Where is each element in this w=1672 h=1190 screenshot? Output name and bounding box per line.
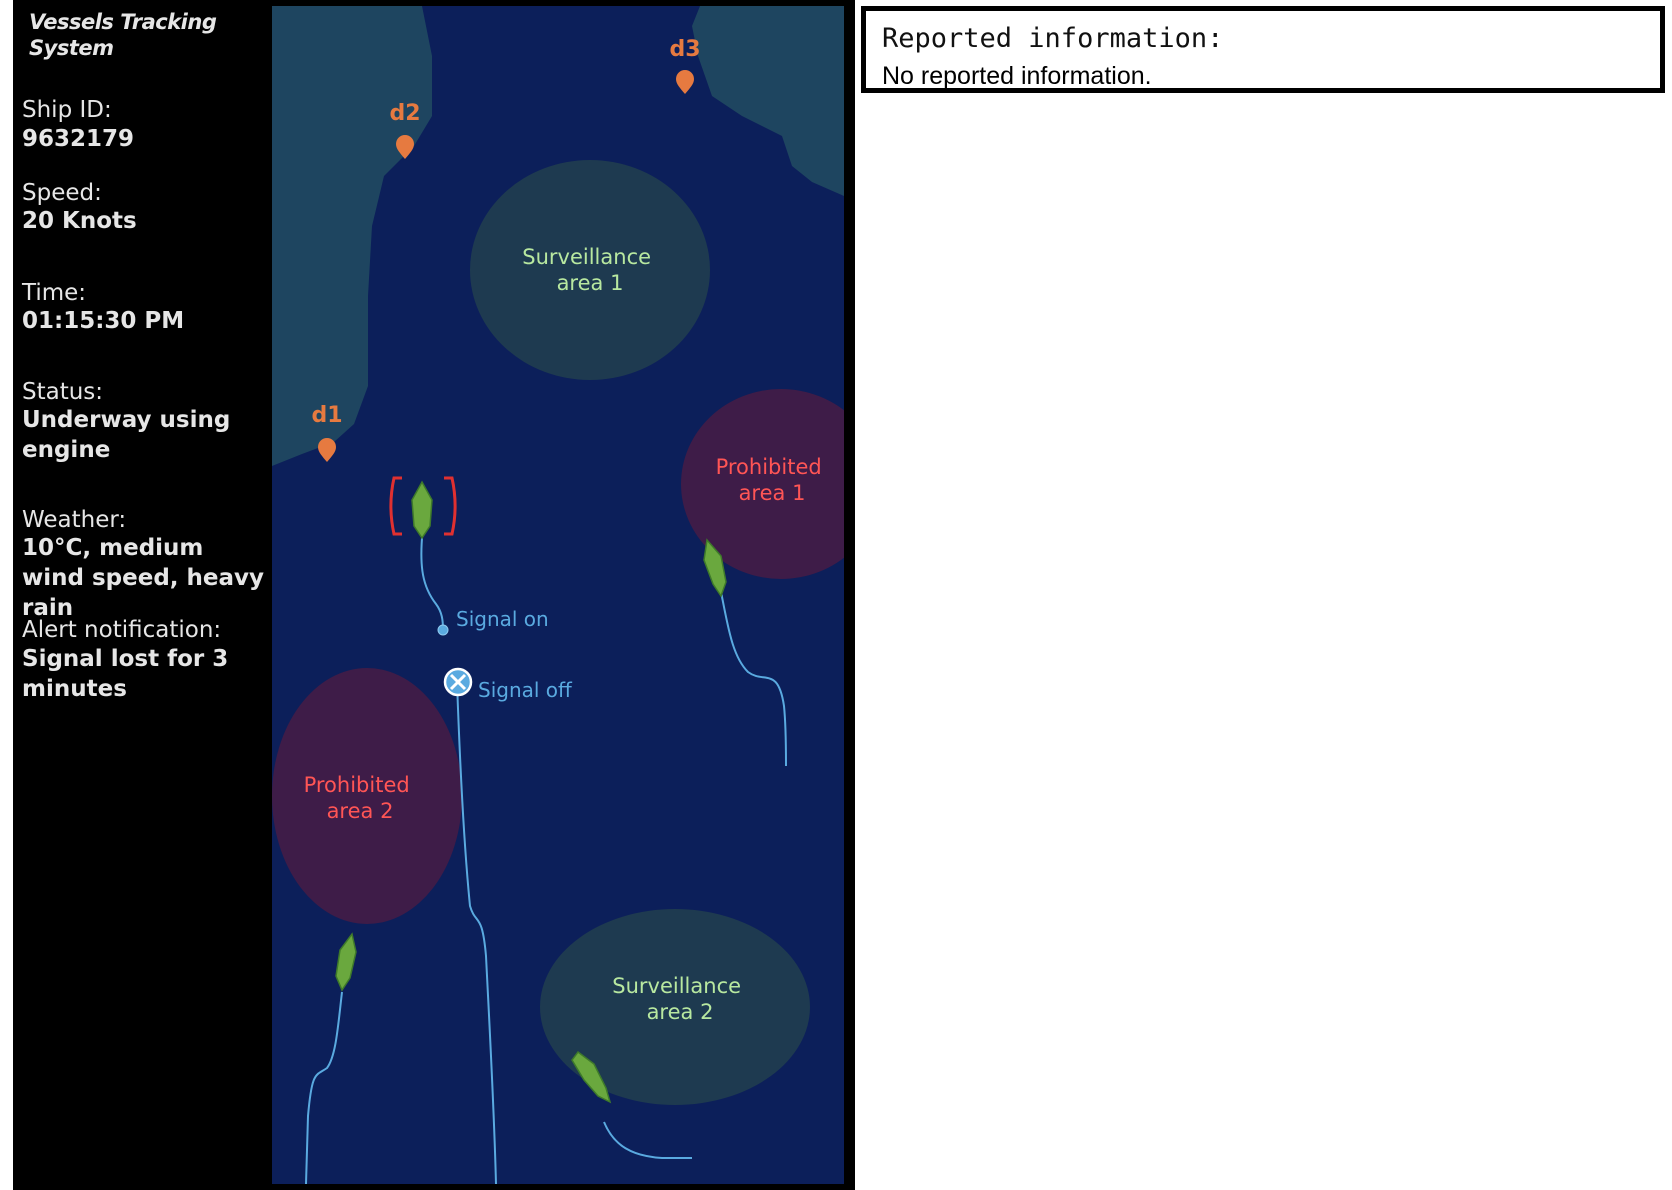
time-label: Time:: [22, 280, 87, 306]
ship-southwest-trail: [305, 991, 343, 1184]
signal-off-icon[interactable]: [443, 667, 473, 697]
dock-d2[interactable]: d2: [389, 101, 421, 159]
signal-on-dot[interactable]: [437, 624, 449, 636]
alert-label: Alert notification:: [22, 617, 222, 643]
info-sidebar: Vessels Tracking System Ship ID: 9632179…: [13, 0, 273, 1190]
reported-information-text: No reported information.: [882, 62, 1152, 90]
dock-d1[interactable]: d1: [311, 403, 343, 462]
prohibited-area-1[interactable]: [681, 389, 844, 579]
app-title: Vessels Tracking System: [29, 10, 217, 60]
tracked-ship-trail: [420, 537, 444, 631]
ship-southwest[interactable]: [335, 932, 357, 992]
ship-id-label: Ship ID:: [22, 97, 112, 123]
ship-icon: [335, 932, 357, 992]
reported-information-title: Reported information:: [882, 23, 1224, 54]
signal-off-trail: [456, 681, 497, 1184]
prohibited-area-2[interactable]: [272, 668, 462, 924]
signal-on-label: Signal on: [456, 607, 549, 631]
surveillance-area-2-label: Surveillance area 2: [612, 974, 747, 1024]
selection-bracket-left: [389, 476, 402, 536]
alert-value: Signal lost for 3 minutes: [22, 646, 229, 702]
surveillance-area-1-label: Surveillance area 1: [522, 245, 657, 295]
ship-icon: [703, 538, 727, 598]
land-northeast: [692, 6, 844, 196]
ship-icon: [411, 480, 433, 540]
status-label: Status:: [22, 379, 104, 405]
ship-south-trail: [603, 1121, 692, 1159]
weather-label: Weather:: [22, 507, 127, 533]
ship-south[interactable]: [571, 1050, 612, 1104]
land-west: [272, 6, 432, 466]
surveillance-area-2[interactable]: [540, 909, 810, 1105]
ship-east[interactable]: [703, 538, 727, 598]
weather-value: 10°C, medium wind speed, heavy rain: [22, 535, 265, 621]
surveillance-area-1[interactable]: [470, 160, 710, 380]
dock-d2-label: d2: [389, 101, 420, 126]
dock-d3[interactable]: d3: [669, 37, 701, 94]
ship-tracked[interactable]: [411, 480, 433, 540]
dock-d1-label: d1: [311, 403, 342, 428]
speed-label: Speed:: [22, 180, 102, 206]
reported-information-panel: Reported information: No reported inform…: [861, 6, 1665, 93]
ship-east-trail: [720, 591, 787, 767]
location-pin-icon: [396, 135, 414, 159]
status-value: Underway using engine: [22, 407, 231, 463]
location-pin-icon: [318, 438, 336, 462]
location-pin-icon: [676, 70, 694, 94]
dock-d3-label: d3: [669, 37, 700, 62]
ship-icon: [571, 1050, 612, 1104]
prohibited-area-2-label: Prohibited area 2: [304, 773, 417, 823]
ship-id-value: 9632179: [22, 126, 135, 152]
signal-off-label: Signal off: [478, 678, 573, 702]
vessel-map[interactable]: Surveillance area 1 Surveillance area 2 …: [272, 6, 844, 1184]
selection-bracket-right: [444, 476, 457, 536]
prohibited-area-1-label: Prohibited area 1: [716, 455, 829, 505]
speed-value: 20 Knots: [22, 208, 137, 234]
time-value: 01:15:30 PM: [22, 308, 185, 334]
